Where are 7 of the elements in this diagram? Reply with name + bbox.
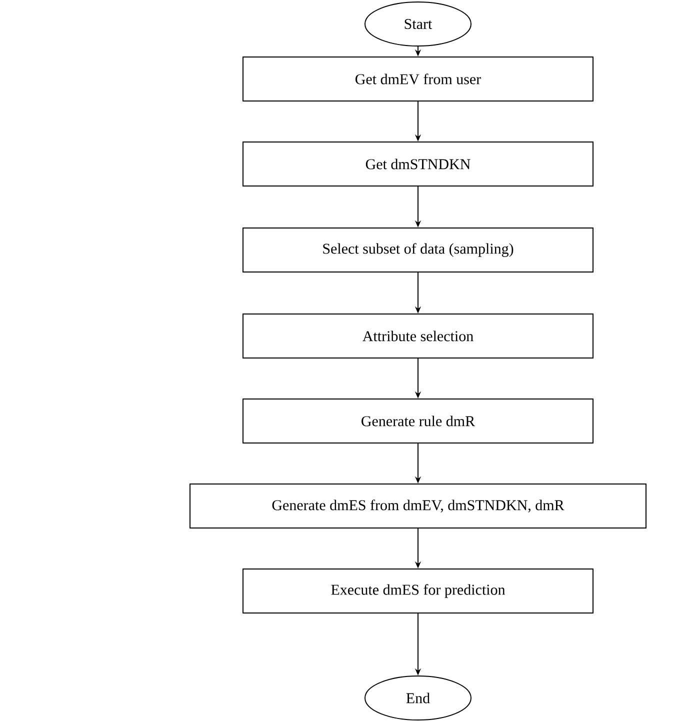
process-box: Select subset of data (sampling) [242,228,594,272]
process-box: Get dmEV from user [242,56,594,102]
process-box: Attribute selection [242,314,594,358]
process-box: Execute dmES for prediction [242,568,594,614]
process-box: Generate dmES from dmEV, dmSTNDKN, dmR [190,484,646,528]
process-box: Get dmSTNDKN [242,142,594,186]
process-box: Generate rule dmR [242,398,594,444]
